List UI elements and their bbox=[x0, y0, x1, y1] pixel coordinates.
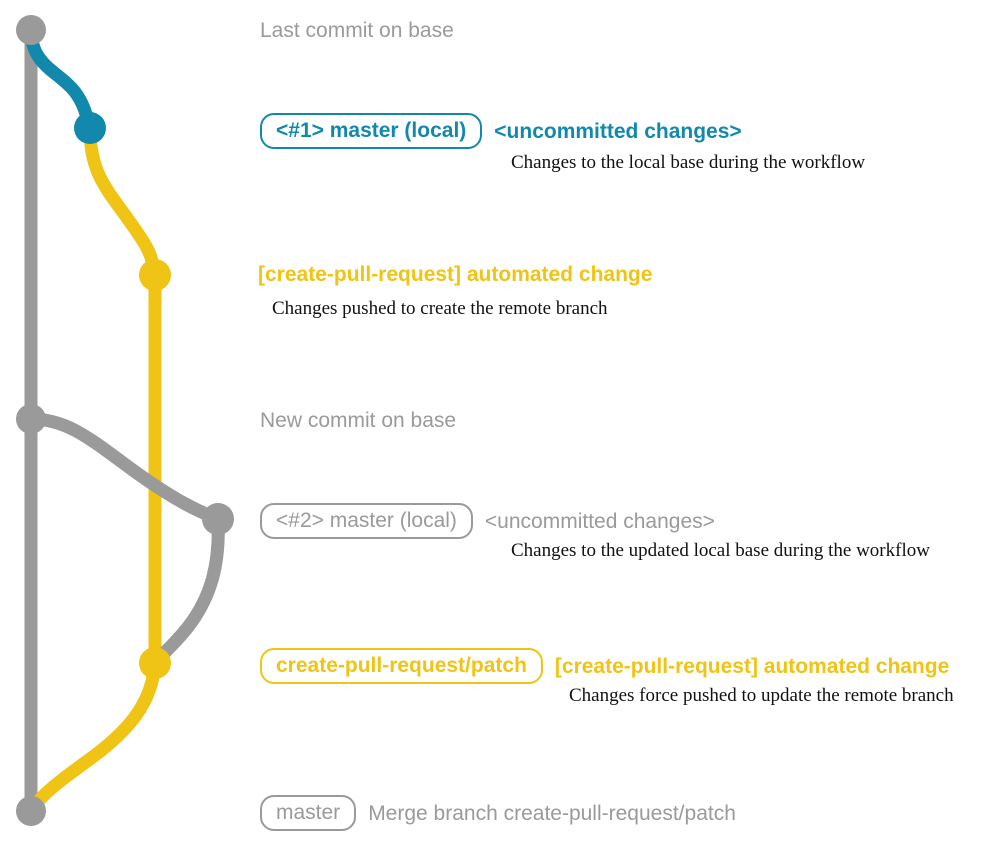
commit-description-automated-2: Changes force pushed to update the remot… bbox=[569, 685, 954, 706]
label-new-commit-on-base: New commit on base bbox=[260, 409, 457, 432]
commit-subject-automated-1: [create-pull-request] automated change bbox=[258, 263, 653, 286]
branch-badge-patch[interactable]: create-pull-request/patch bbox=[260, 648, 543, 684]
commit-graph bbox=[16, 15, 234, 826]
commit-node-merge[interactable] bbox=[16, 796, 46, 826]
row-local-1: <#1> master (local) <uncommitted changes… bbox=[260, 113, 742, 149]
edge-base-to-local bbox=[24, 23, 97, 135]
commit-node-base-new[interactable] bbox=[16, 404, 46, 434]
branch-badge-local-2[interactable]: <#2> master (local) bbox=[260, 503, 473, 539]
row-automated-2: create-pull-request/patch [create-pull-r… bbox=[260, 648, 949, 684]
branch-badge-local-1[interactable]: <#1> master (local) bbox=[260, 113, 483, 149]
commit-node-base-head[interactable] bbox=[16, 15, 46, 45]
commit-subject-local-2: <uncommitted changes> bbox=[484, 509, 715, 533]
commit-description-local-2: Changes to the updated local base during… bbox=[511, 540, 930, 561]
edge-local-to-patch bbox=[83, 121, 162, 282]
branch-badge-master[interactable]: master bbox=[260, 795, 357, 831]
commit-node-patch-1[interactable] bbox=[139, 259, 171, 291]
label-last-commit-on-base: Last commit on base bbox=[260, 19, 454, 42]
commit-subject-local-1: <uncommitted changes> bbox=[494, 119, 742, 143]
commit-node-patch-2[interactable] bbox=[139, 647, 171, 679]
edge-patch-to-merge bbox=[24, 656, 162, 818]
edge-base-to-merge-branch bbox=[24, 412, 225, 526]
commit-subject-merge: Merge branch create-pull-request/patch bbox=[368, 801, 736, 825]
row-local-2: <#2> master (local) <uncommitted changes… bbox=[260, 503, 715, 539]
row-merge: master Merge branch create-pull-request/… bbox=[260, 795, 736, 831]
commit-subject-automated-2: [create-pull-request] automated change bbox=[554, 654, 950, 678]
commit-description-local-1: Changes to the local base during the wor… bbox=[511, 152, 866, 173]
commit-node-local-2[interactable] bbox=[202, 503, 234, 535]
edge-merge-branch-to-patch bbox=[148, 512, 225, 670]
commit-node-local-1[interactable] bbox=[74, 112, 106, 144]
commit-description-automated-1: Changes pushed to create the remote bran… bbox=[272, 298, 608, 319]
